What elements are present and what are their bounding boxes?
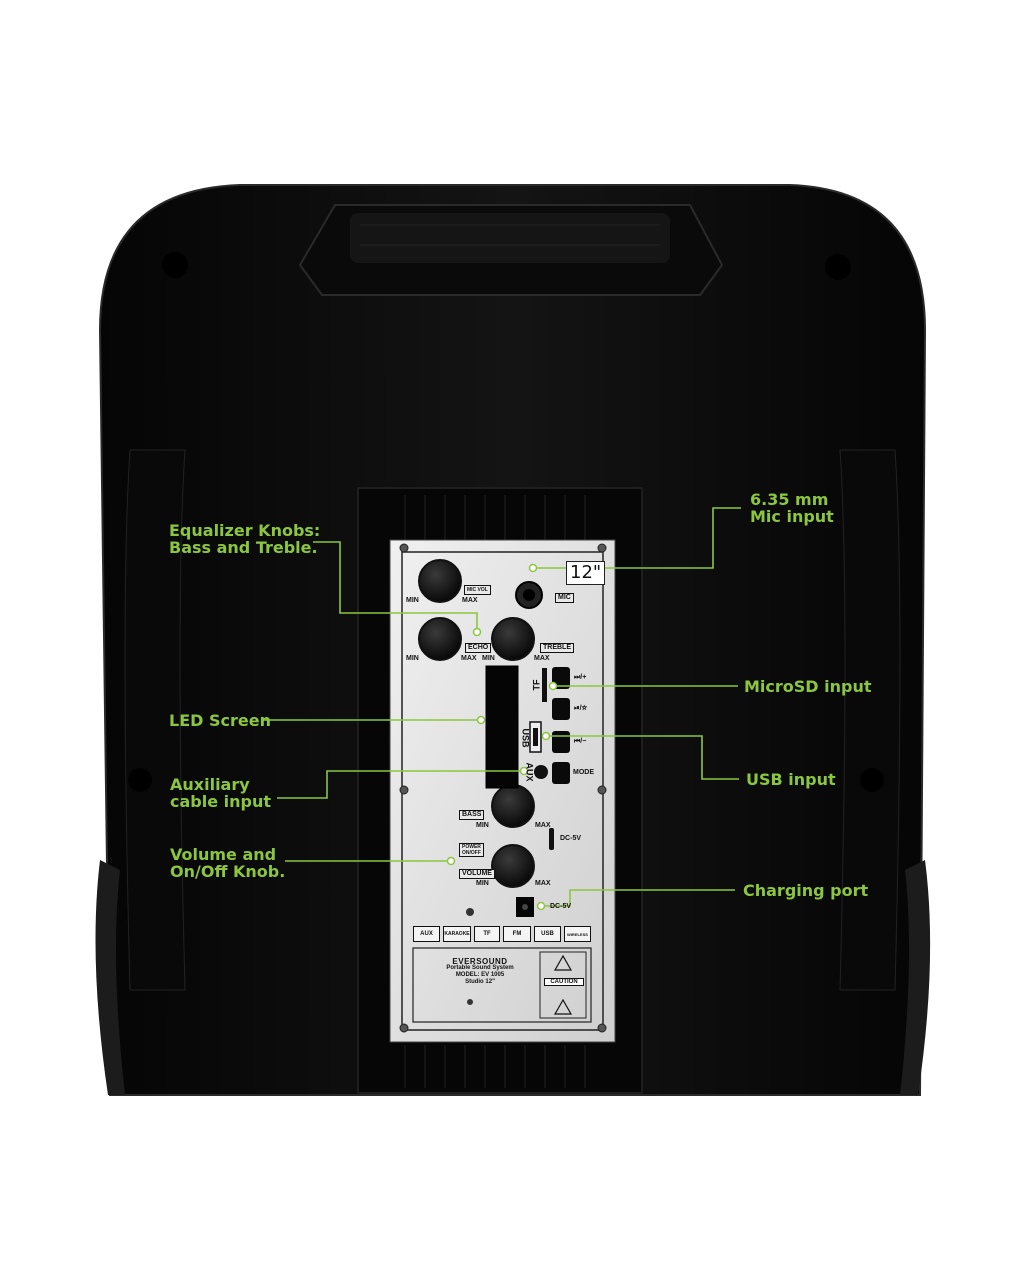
echo-label: ECHO — [465, 643, 492, 653]
callout-auxiliary-input: Auxiliary cable input — [170, 775, 272, 811]
prev-button — [552, 731, 570, 753]
volume-knob — [491, 844, 535, 888]
model-number: MODEL: EV 1005 — [455, 972, 505, 978]
brand-box — [412, 947, 592, 1023]
screw-hole-mid-right — [860, 768, 884, 792]
left-side-bulge — [95, 860, 125, 1095]
usb-label: USB — [520, 728, 531, 748]
brand-subtitle: Portable Sound System — [446, 965, 514, 971]
min-label: MIN — [406, 597, 419, 604]
callout-microsd-input: MicroSD input — [744, 677, 872, 696]
dc-port-small — [549, 828, 554, 850]
power-label: POWER ON/OFF — [459, 843, 484, 857]
usb-icon: USB — [534, 926, 561, 942]
screw-hole-top-right — [825, 254, 851, 280]
mode-button-label: MODE — [573, 769, 594, 776]
max-label: MAX — [534, 655, 550, 662]
studio-label: Studio 12" — [465, 979, 495, 985]
dc5v-label: DC-5V — [560, 835, 582, 842]
brand-name: EVERSOUND — [452, 957, 508, 966]
min-label: MIN — [476, 822, 489, 829]
leader-usb — [548, 735, 739, 780]
right-recess — [839, 449, 901, 991]
mode-button — [552, 762, 570, 784]
screw-hole-mid-left — [128, 768, 152, 792]
next-button — [552, 667, 570, 689]
leader-aux — [277, 770, 522, 799]
leader-charging — [543, 889, 735, 907]
callout-equalizer-knobs: Equalizer Knobs: Bass and Treble. — [169, 521, 321, 557]
tf-slot — [542, 668, 547, 702]
brand-block: EVERSOUND Portable Sound System MODEL: E… — [430, 958, 530, 986]
max-label: MAX — [461, 655, 477, 662]
fm-icon: FM — [503, 926, 531, 942]
led-screen — [485, 665, 519, 789]
caution-label: CAUTION — [544, 978, 584, 986]
prev-button-label: ⏮/− — [574, 738, 587, 745]
max-label: MAX — [462, 597, 478, 604]
right-side-bulge — [900, 860, 931, 1095]
echo-knob — [418, 617, 462, 661]
aux-jack — [534, 765, 548, 779]
mic-label: MIC — [555, 593, 574, 603]
left-recess — [124, 449, 186, 991]
treble-label: TREBLE — [540, 643, 574, 653]
charging-dc5v-label: DC-5V — [550, 903, 572, 910]
max-label: MAX — [535, 880, 551, 887]
mic-vol-knob — [418, 559, 462, 603]
callout-charging-port: Charging port — [743, 881, 869, 900]
bass-knob — [491, 784, 535, 828]
karaoke-icon: KARAOKE — [443, 926, 471, 942]
tf-icon: TF — [474, 926, 500, 942]
next-button-label: ⏭/+ — [574, 674, 587, 681]
volume-label: VOLUME — [459, 869, 495, 879]
mic-vol-label: MIC VOL — [464, 585, 491, 595]
callout-led-screen: LED Screen — [169, 711, 271, 730]
min-label: MIN — [482, 655, 495, 662]
leader-eq — [313, 541, 478, 632]
leader-mic — [533, 507, 741, 569]
play-button-label: ⏯/☆ — [574, 705, 588, 712]
screw-hole-top-left — [162, 252, 188, 278]
callout-mic-input: 6.35 mm Mic input — [750, 490, 834, 526]
callout-usb-input: USB input — [746, 770, 836, 789]
treble-knob — [491, 617, 535, 661]
bass-label: BASS — [459, 810, 485, 820]
play-button — [552, 698, 570, 720]
aux-icon: AUX — [413, 926, 440, 942]
tf-label: TF — [531, 679, 542, 691]
caution-box — [539, 951, 587, 1019]
min-label: MIN — [476, 880, 489, 887]
callout-volume-knob: Volume and On/Off Knob. — [170, 845, 286, 881]
aux-label: AUX — [524, 762, 535, 782]
min-label: MIN — [406, 655, 419, 662]
handle-grip — [350, 213, 670, 263]
max-label: MAX — [535, 822, 551, 829]
wireless-icon: WIRELESS — [564, 926, 591, 942]
size-badge: 12" — [566, 561, 606, 585]
